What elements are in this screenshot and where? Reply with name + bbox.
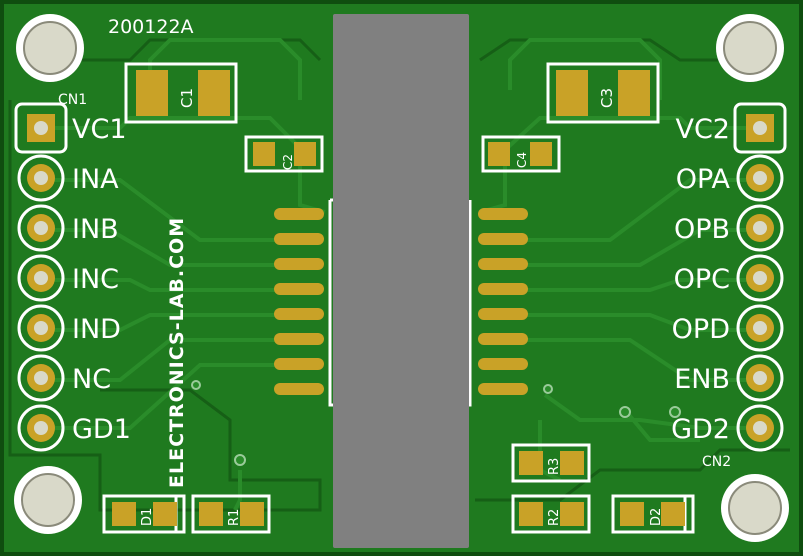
d1-label: D1 <box>140 508 155 526</box>
cn1-label: CN1 <box>58 92 87 108</box>
cn1-pin-inb: INB <box>17 204 119 252</box>
cn2-pin-label: VC2 <box>675 114 730 145</box>
cn1-pin-label: NC <box>72 364 111 395</box>
c2-label: C2 <box>281 154 295 170</box>
cn2-label: CN2 <box>702 454 731 470</box>
ic-pad-left <box>274 258 324 270</box>
ic-pad-left <box>274 283 324 295</box>
ic-pad-right <box>478 358 528 370</box>
chip-body <box>333 14 469 548</box>
ic-pad-left <box>274 233 324 245</box>
mounting-holes <box>14 14 789 542</box>
ic-pads <box>274 208 528 395</box>
r3-label: R3 <box>547 458 562 475</box>
vendor-text: ELECTRONICS-LAB.COM <box>166 217 188 488</box>
vias <box>191 380 681 466</box>
cn2-pin-opd: OPD <box>672 304 784 352</box>
component-c1: C1 <box>124 62 238 124</box>
cn2-pin-opa: OPA <box>676 154 784 202</box>
r1-label: R1 <box>227 509 242 526</box>
ic-pad-right <box>478 283 528 295</box>
cn1-pin-label: INA <box>72 164 119 195</box>
ic-pad-right <box>478 208 528 220</box>
ic-pad-left <box>274 208 324 220</box>
c3-label: C3 <box>598 88 616 108</box>
cn2-pin-label: OPD <box>672 314 730 345</box>
ic-pad-right <box>478 333 528 345</box>
ic-pad-left <box>274 383 324 395</box>
component-r3: R3 <box>511 443 591 483</box>
right-traces <box>479 38 760 482</box>
cn1-pin-label: GD1 <box>72 414 131 445</box>
cn2-pin-opb: OPB <box>674 204 784 252</box>
cn2-pin-label: OPB <box>674 214 730 245</box>
cn2-pin-vc2: VC2 <box>675 102 787 154</box>
component-r2: R2 <box>511 494 591 534</box>
ic-pad-right <box>478 233 528 245</box>
cn1-pin-label: VC1 <box>72 114 127 145</box>
ic-pad-left <box>274 308 324 320</box>
c4-label: C4 <box>515 152 529 168</box>
component-d2: D2 <box>611 494 695 534</box>
component-c4: C4 <box>481 135 561 173</box>
cn1-pin-inc: INC <box>17 254 119 302</box>
cn1-pin-label: INB <box>72 214 119 245</box>
component-c2: C2 <box>244 135 324 173</box>
cn1-pin-ind: IND <box>17 304 121 352</box>
board-code: 200122A <box>108 16 194 38</box>
cn2-pin-gd2: GD2 <box>671 404 784 452</box>
d2-label: D2 <box>649 508 664 526</box>
component-r1: R1 <box>191 494 271 534</box>
cn1-pin-label: INC <box>72 264 119 295</box>
cn1-pin-vc1: VC1 <box>27 114 127 145</box>
ic-pad-right <box>478 258 528 270</box>
cn1-pin-ina: INA <box>17 154 119 202</box>
cn1-pin-label: IND <box>72 314 121 345</box>
cn2-pin-label: OPC <box>674 264 730 295</box>
cn2-pin-label: GD2 <box>671 414 730 445</box>
copper-pour-outlines <box>8 38 790 512</box>
ic-pad-left <box>274 333 324 345</box>
ic-pad-left <box>274 358 324 370</box>
cn1-pin-nc: NC <box>17 354 111 402</box>
component-d1: D1 <box>102 494 186 534</box>
r2-label: R2 <box>547 509 562 526</box>
cn2-pin-opc: OPC <box>674 254 784 302</box>
ic-pad-right <box>478 308 528 320</box>
ic-pad-right <box>478 383 528 395</box>
component-c3: C3 <box>546 62 660 124</box>
cn2-pin-label: ENB <box>674 364 730 395</box>
c1-label: C1 <box>178 88 196 108</box>
cn1-pin-gd1: GD1 <box>17 404 131 452</box>
cn2-pin-enb: ENB <box>674 354 784 402</box>
cn2-pin-label: OPA <box>676 164 731 195</box>
